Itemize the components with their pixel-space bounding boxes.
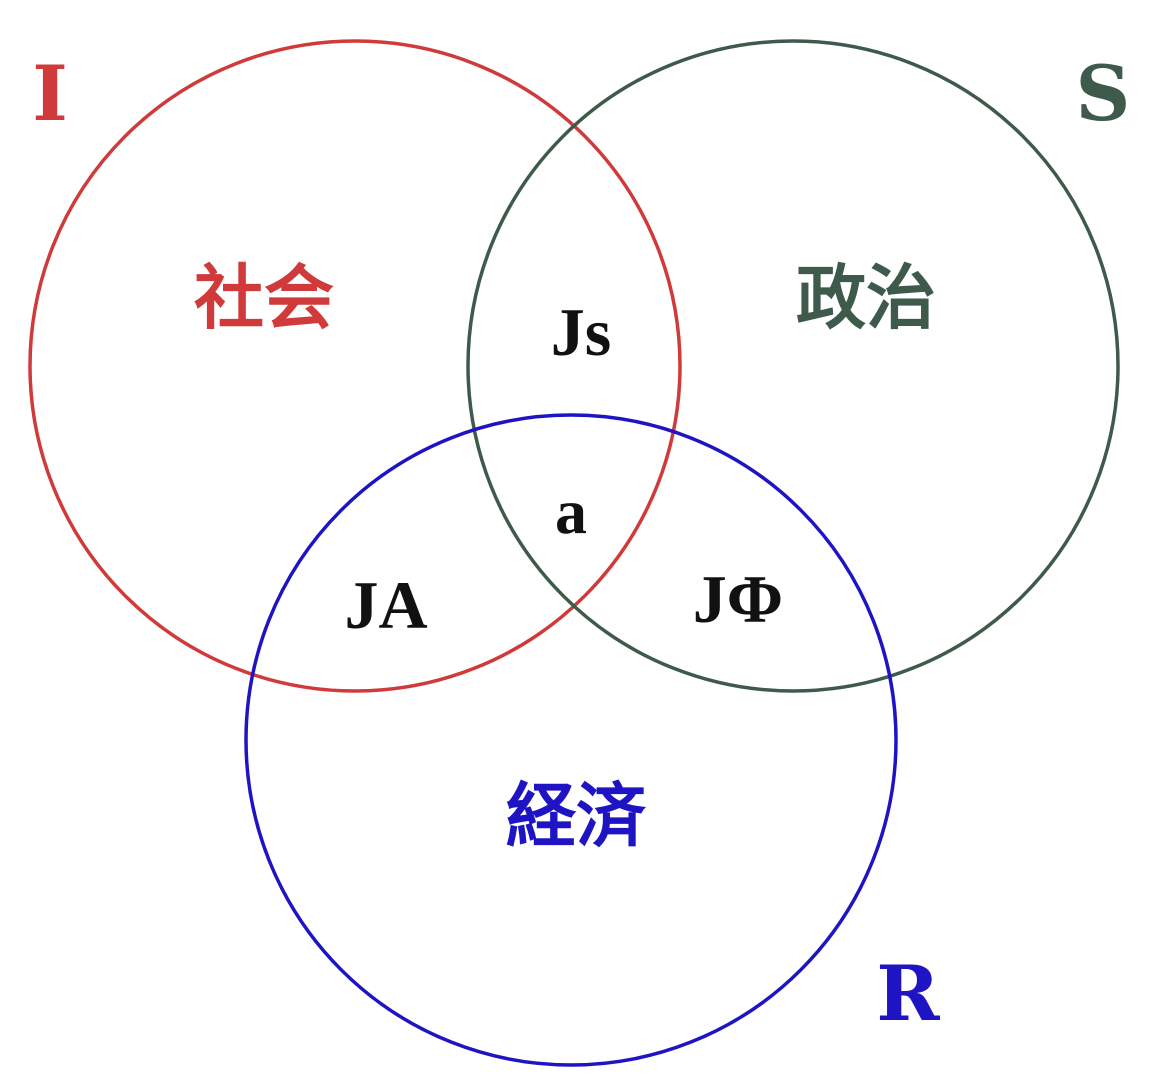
intersection-I-S-label: Js [551, 294, 611, 370]
set-label-R: 経済 [506, 775, 647, 857]
intersection-I-S-R-label: a [555, 476, 587, 547]
intersection-I-R-label: JA [344, 567, 427, 643]
intersection-S-R-label: JΦ [693, 561, 783, 637]
set-letter-I: I [32, 49, 68, 138]
circle-I [28, 39, 682, 693]
set-label-S: 政治 [796, 257, 936, 339]
set-label-I: 社会 [194, 257, 334, 339]
circle-R [244, 413, 898, 1067]
circle-S [466, 39, 1120, 693]
set-letter-R: R [876, 949, 940, 1038]
set-letter-S: S [1076, 49, 1131, 138]
